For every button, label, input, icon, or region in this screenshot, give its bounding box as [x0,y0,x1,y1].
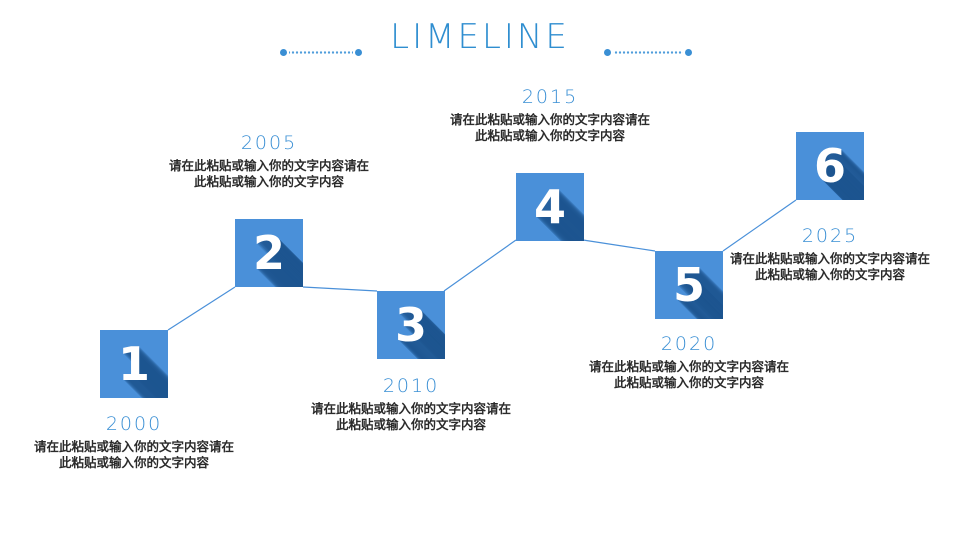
milestone-caption-6: 2025 请在此粘贴或输入你的文字内容请在此粘贴或输入你的文字内容 [725,224,935,283]
connector-4-5 [582,239,656,252]
milestone-caption-5: 2020 请在此粘贴或输入你的文字内容请在此粘贴或输入你的文字内容 [584,332,794,391]
milestone-year: 2010 [382,375,440,397]
milestone-description: 请在此粘贴或输入你的文字内容请在此粘贴或输入你的文字内容 [729,251,930,282]
milestone-number-shadow: 6 [813,139,846,193]
header: LIMELINE [0,14,960,60]
milestone-year: 2005 [240,132,298,154]
milestone-number: 5 [672,258,705,312]
decoration-dotted-line [289,51,353,54]
milestone-caption-1: 2000 请在此粘贴或输入你的文字内容请在此粘贴或输入你的文字内容 [29,412,239,471]
connector-3-4 [443,239,517,292]
milestone-number-shadow: 3 [394,298,427,352]
milestone-badge-6[interactable]: 6 6 [796,132,864,200]
dotted-line-decoration-left [280,49,362,56]
milestone-description: 请在此粘贴或输入你的文字内容请在此粘贴或输入你的文字内容 [310,401,511,432]
milestone-number: 1 [117,337,150,391]
milestone-caption-2: 2005 请在此粘贴或输入你的文字内容请在此粘贴或输入你的文字内容 [164,131,374,190]
milestone-year: 2020 [660,333,718,355]
decoration-dot-end [355,49,362,56]
milestone-badge-5[interactable]: 5 5 [655,251,723,319]
milestone-caption-4: 2015 请在此粘贴或输入你的文字内容请在此粘贴或输入你的文字内容 [445,85,655,144]
decoration-dotted-line [613,51,683,54]
milestone-year: 2000 [105,413,163,435]
milestone-description: 请在此粘贴或输入你的文字内容请在此粘贴或输入你的文字内容 [168,158,369,189]
milestone-number: 2 [252,226,285,280]
decoration-dot-start [604,49,611,56]
milestone-number: 6 [813,139,846,193]
milestone-number-shadow: 5 [672,258,705,312]
milestone-number-shadow: 4 [533,180,566,234]
milestone-caption-3: 2010 请在此粘贴或输入你的文字内容请在此粘贴或输入你的文字内容 [306,374,516,433]
milestone-badge-4[interactable]: 4 4 [516,173,584,241]
milestone-description: 请在此粘贴或输入你的文字内容请在此粘贴或输入你的文字内容 [33,439,234,470]
dotted-line-decoration-right [604,49,692,56]
connector-2-3 [302,286,378,292]
milestone-badge-1[interactable]: 1 1 [100,330,168,398]
milestone-description: 请在此粘贴或输入你的文字内容请在此粘贴或输入你的文字内容 [588,359,789,390]
decoration-dot-end [685,49,692,56]
milestone-number: 4 [533,180,566,234]
milestone-number: 3 [394,298,427,352]
page-title: LIMELINE [390,17,570,57]
milestone-number-shadow: 2 [252,226,285,280]
milestone-number-shadow: 1 [117,337,150,391]
milestone-year: 2015 [521,86,579,108]
milestone-description: 请在此粘贴或输入你的文字内容请在此粘贴或输入你的文字内容 [449,112,650,143]
connector-1-2 [167,286,236,331]
milestone-year: 2025 [801,225,859,247]
decoration-dot-start [280,49,287,56]
milestone-badge-3[interactable]: 3 3 [377,291,445,359]
milestone-badge-2[interactable]: 2 2 [235,219,303,287]
